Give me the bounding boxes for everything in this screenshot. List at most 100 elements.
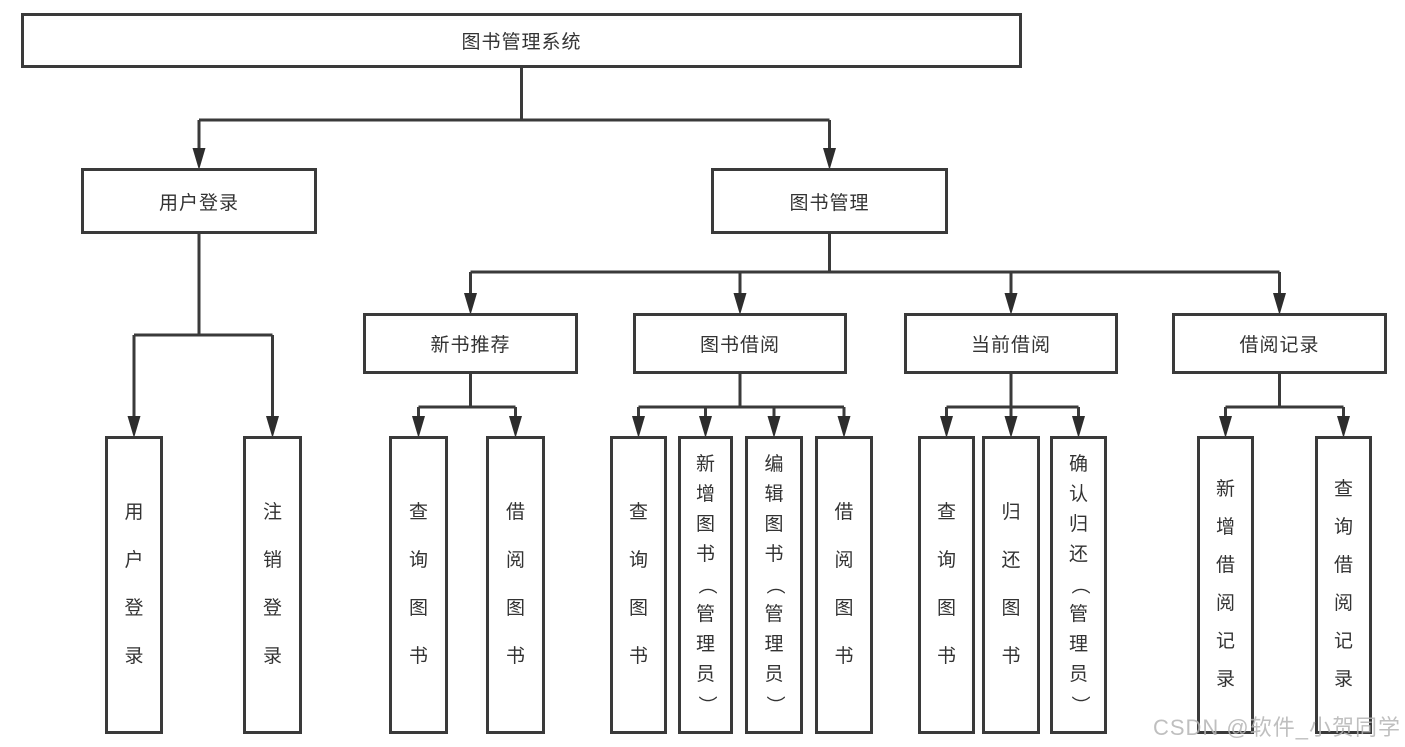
vertical-label-char: 阅 <box>1215 593 1235 614</box>
vertical-label-char: 录 <box>1215 669 1235 690</box>
vertical-label-char: 借 <box>1215 555 1235 576</box>
node-label-vertical: 借阅图书 <box>833 439 855 731</box>
node-label-vertical: 查询图书 <box>936 439 958 731</box>
node-leaf-confirm-return: 确认归还（管理员） <box>1050 436 1107 734</box>
node-label-vertical: 查询借阅记录 <box>1333 439 1355 731</box>
node-leaf-borrow-book-2: 借阅图书 <box>815 436 873 734</box>
node-label-vertical: 编辑图书（管理员） <box>763 439 785 731</box>
arrowhead-icon <box>192 148 206 170</box>
arrowhead-icon <box>733 293 747 315</box>
vertical-label-char: 书 <box>834 646 854 667</box>
vertical-label-char: 阅 <box>1333 593 1353 614</box>
arrowhead-icon <box>1337 416 1350 438</box>
vertical-label-char: 录 <box>262 646 282 667</box>
vertical-label-char: 书 <box>764 544 784 565</box>
node-label-vertical: 用户登录 <box>123 439 145 731</box>
node-label: 借阅记录 <box>1239 335 1320 356</box>
node-leaf-logout: 注销登录 <box>243 436 302 734</box>
vertical-label-char: 户 <box>124 550 144 571</box>
vertical-label-char: 查 <box>628 502 648 523</box>
vertical-label-char: 查 <box>408 502 428 523</box>
node-borrow-record: 借阅记录 <box>1172 313 1387 374</box>
vertical-label-char: 编 <box>764 454 784 475</box>
vertical-label-char: 借 <box>834 502 854 523</box>
vertical-label-char: 录 <box>1333 669 1353 690</box>
vertical-label-char: 录 <box>124 646 144 667</box>
vertical-label-char: 记 <box>1333 631 1353 652</box>
node-label: 用户登录 <box>158 192 239 214</box>
arrowhead-icon <box>127 416 141 438</box>
node-leaf-borrow-book-1: 借阅图书 <box>486 436 545 734</box>
node-leaf-query-book-1: 查询图书 <box>389 436 448 734</box>
vertical-label-char: 管 <box>695 604 715 625</box>
node-leaf-return-book: 归还图书 <box>982 436 1040 734</box>
arrowhead-icon <box>1219 416 1232 438</box>
vertical-label-char: 理 <box>1068 634 1088 655</box>
node-root: 图书管理系统 <box>21 13 1022 68</box>
arrowhead-icon <box>940 416 953 438</box>
vertical-label-char: 认 <box>1068 484 1088 505</box>
vertical-label-char: 辑 <box>764 484 784 505</box>
node-label-vertical: 查询图书 <box>408 439 430 731</box>
node-new-book-rec: 新书推荐 <box>363 313 578 374</box>
vertical-label-char: ） <box>695 695 717 715</box>
node-label: 图书管理系统 <box>461 32 582 53</box>
vertical-label-char: 图 <box>695 514 715 535</box>
vertical-label-char: 图 <box>1001 598 1021 619</box>
vertical-label-char: 员 <box>764 664 784 685</box>
arrowhead-icon <box>464 293 477 315</box>
arrowhead-icon <box>1004 416 1018 438</box>
vertical-label-char: 理 <box>695 634 715 655</box>
node-label-vertical: 注销登录 <box>262 439 284 731</box>
vertical-label-char: 书 <box>1001 646 1021 667</box>
vertical-label-char: 用 <box>124 502 144 523</box>
vertical-label-char: 图 <box>834 598 854 619</box>
node-label-vertical: 借阅图书 <box>505 439 527 731</box>
vertical-label-char: 询 <box>1333 517 1353 538</box>
vertical-label-char: 书 <box>695 544 715 565</box>
vertical-label-char: 书 <box>936 646 956 667</box>
arrowhead-icon <box>632 416 645 438</box>
node-leaf-query-record: 查询借阅记录 <box>1315 436 1372 734</box>
vertical-label-char: 书 <box>628 646 648 667</box>
vertical-label-char: 员 <box>695 664 715 685</box>
vertical-label-char: ） <box>764 695 785 715</box>
arrowhead-icon <box>266 416 279 438</box>
node-current-borrow: 当前借阅 <box>904 313 1118 374</box>
vertical-label-char: 查 <box>936 502 956 523</box>
arrowhead-icon <box>837 416 851 438</box>
node-leaf-query-book-2: 查询图书 <box>610 436 667 734</box>
arrowhead-icon <box>699 416 712 438</box>
vertical-label-char: 还 <box>1068 544 1088 565</box>
node-leaf-query-book-3: 查询图书 <box>918 436 975 734</box>
vertical-label-char: 员 <box>1068 664 1088 685</box>
vertical-label-char: 阅 <box>834 550 854 571</box>
node-label-vertical: 查询图书 <box>628 439 650 731</box>
arrowhead-icon <box>823 148 836 170</box>
vertical-label-char: 归 <box>1068 514 1088 535</box>
vertical-label-char: 图 <box>936 598 956 619</box>
vertical-label-char: 询 <box>936 550 956 571</box>
vertical-label-char: 管 <box>764 604 784 625</box>
node-label-vertical: 新增借阅记录 <box>1215 439 1237 731</box>
node-book-mgmt: 图书管理 <box>711 168 948 234</box>
vertical-label-char: 注 <box>262 502 282 523</box>
vertical-label-char: （ <box>1068 575 1090 595</box>
vertical-label-char: 确 <box>1068 454 1088 475</box>
vertical-label-char: 图 <box>408 598 428 619</box>
vertical-label-char: 图 <box>505 598 525 619</box>
arrowhead-icon <box>1004 293 1018 315</box>
node-leaf-user-login: 用户登录 <box>105 436 163 734</box>
vertical-label-char: 新 <box>1215 479 1235 500</box>
node-label: 图书管理 <box>789 192 870 214</box>
vertical-label-char: 登 <box>262 598 282 619</box>
vertical-label-char: 询 <box>408 550 428 571</box>
node-leaf-edit-book: 编辑图书（管理员） <box>745 436 803 734</box>
vertical-label-char: 管 <box>1068 604 1088 625</box>
vertical-label-char: 还 <box>1001 550 1021 571</box>
node-user-login: 用户登录 <box>81 168 317 234</box>
vertical-label-char: 询 <box>628 550 648 571</box>
vertical-label-char: 新 <box>695 454 715 475</box>
